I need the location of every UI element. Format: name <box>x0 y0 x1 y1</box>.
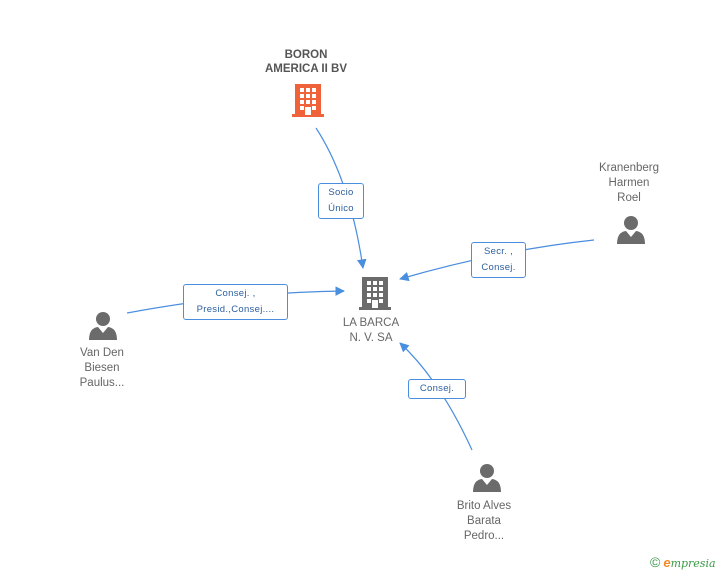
person-icon-vandenbiesen[interactable] <box>89 312 117 340</box>
node-label-britoalves[interactable]: Brito Alves Barata Pedro... <box>456 500 512 542</box>
edge-label-kranenberg-labarca: Secr. , Consej. <box>471 242 526 278</box>
node-label-kranenberg[interactable]: Kranenberg Harmen Roel <box>598 162 660 204</box>
edge-label-boron-labarca: Socio Único <box>318 183 364 219</box>
edge-label-britoalves-labarca: Consej. <box>408 379 466 399</box>
person-icon-kranenberg[interactable] <box>617 216 645 244</box>
building-icon-boron[interactable] <box>292 84 324 117</box>
node-label-vandenbiesen[interactable]: Van Den Biesen Paulus... <box>79 347 125 389</box>
building-icon-labarca[interactable] <box>359 277 391 310</box>
empresia-watermark: © empresia <box>650 554 716 570</box>
copyright-symbol: © <box>650 554 661 570</box>
edge-label-vandenbiesen-labarca: Consej. , Presid.,Consej.... <box>183 284 288 320</box>
person-icon-britoalves[interactable] <box>473 464 501 492</box>
node-label-boron[interactable]: BORON AMERICA II BV <box>265 49 347 75</box>
brand-name: empresia <box>663 554 716 570</box>
node-label-labarca[interactable]: LA BARCA N. V. SA <box>342 317 400 344</box>
